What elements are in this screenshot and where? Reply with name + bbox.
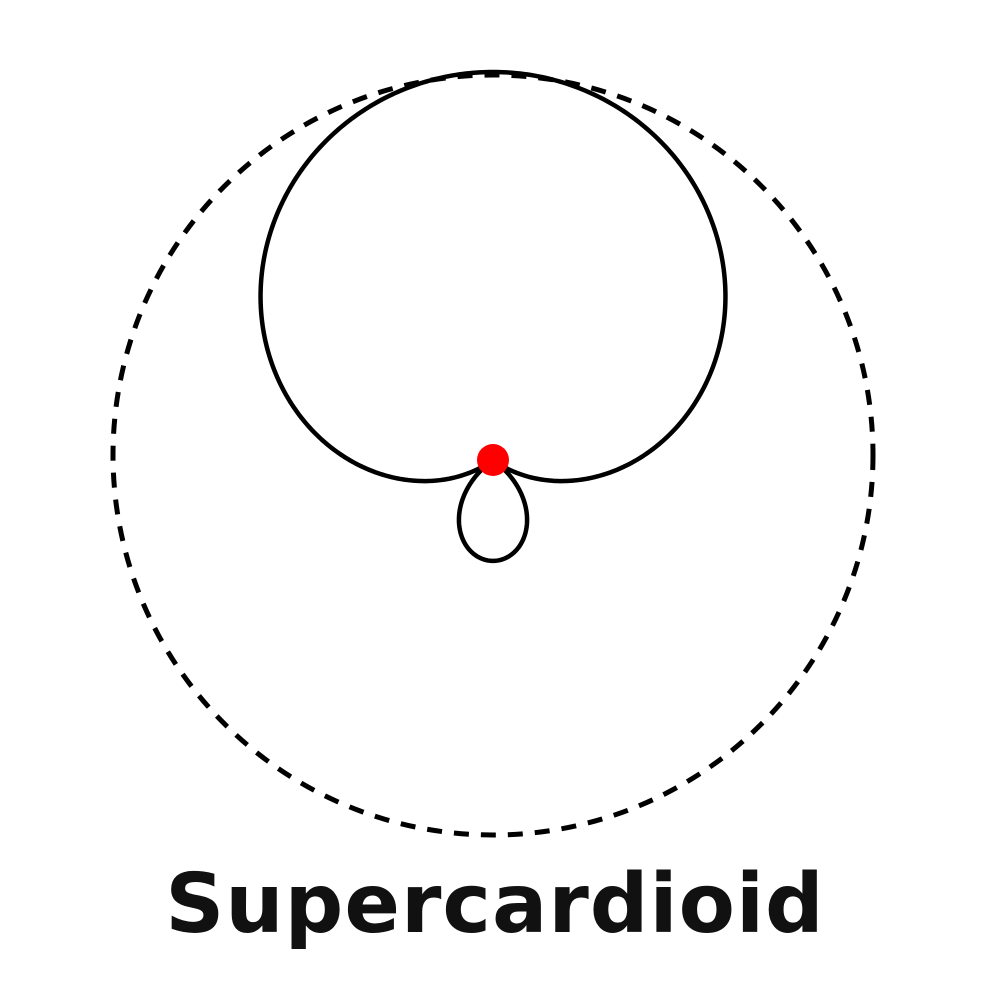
pattern-label: Supercardioid bbox=[165, 857, 825, 952]
microphone-position-dot bbox=[477, 444, 509, 476]
supercardioid-pattern-curve bbox=[258, 69, 728, 564]
reference-circle bbox=[110, 72, 876, 838]
polar-pattern-diagram bbox=[110, 69, 876, 838]
